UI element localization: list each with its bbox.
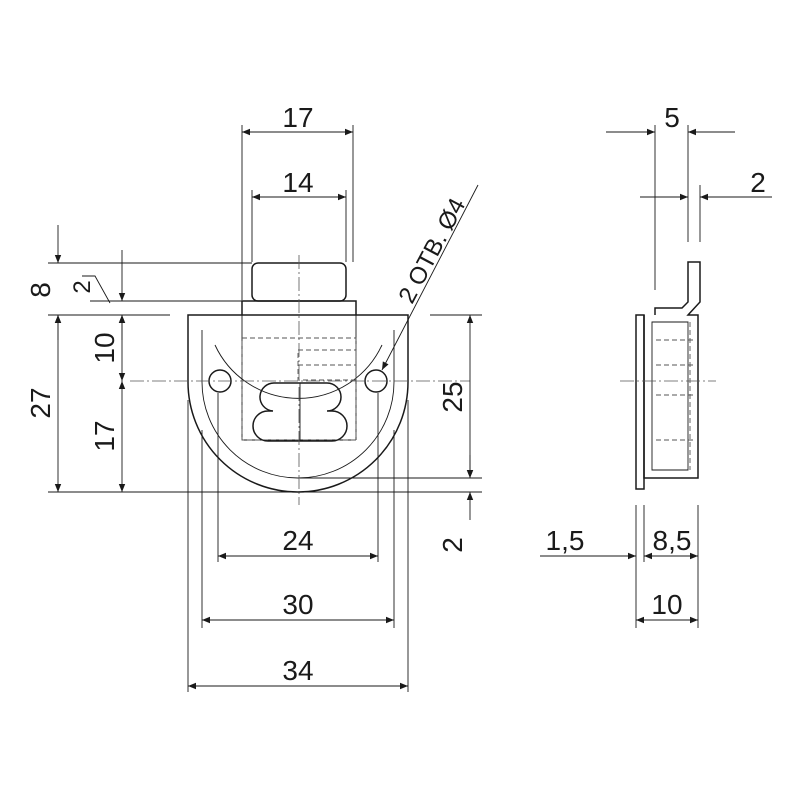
side-body-inner	[651, 321, 689, 471]
plate-inner-recess	[201, 330, 395, 479]
dim-h2-bottom: 2	[437, 537, 468, 553]
front-view: 17 14 8 2 10 17 27 25 2 24 30	[25, 102, 482, 692]
dim-h17: 17	[89, 420, 120, 451]
side-dim-w2: 2	[750, 167, 766, 198]
side-dim-w10: 10	[651, 589, 682, 620]
leader-h2-top	[82, 275, 111, 304]
dim-w30: 30	[282, 589, 313, 620]
side-dim-w1-5: 1,5	[546, 525, 585, 556]
dim-w24: 24	[282, 525, 313, 556]
finger-grip	[252, 382, 348, 442]
mounting-hole-right	[364, 369, 388, 393]
side-hidden-a	[656, 322, 694, 470]
dim-h27: 27	[25, 387, 56, 418]
side-dim-w8-5: 8,5	[653, 525, 692, 556]
plate-ring	[214, 344, 383, 399]
dim-h2-top: 2	[69, 280, 96, 293]
hole-leader	[381, 184, 479, 371]
side-hidden-b	[656, 364, 694, 396]
dim-w17: 17	[282, 102, 313, 133]
dim-h8: 8	[25, 282, 56, 298]
side-dim-w5: 5	[664, 102, 680, 133]
side-flange	[635, 314, 645, 490]
dim-w14: 14	[282, 167, 313, 198]
dim-h10: 10	[89, 332, 120, 363]
side-view: 5 2 1,5 8,5 10	[540, 102, 772, 628]
dim-w34: 34	[282, 655, 313, 686]
side-body	[643, 261, 701, 479]
dim-h25: 25	[437, 381, 468, 412]
plate-outline	[187, 314, 409, 493]
hole-note: 2 ОТВ. Ø4	[393, 194, 471, 308]
